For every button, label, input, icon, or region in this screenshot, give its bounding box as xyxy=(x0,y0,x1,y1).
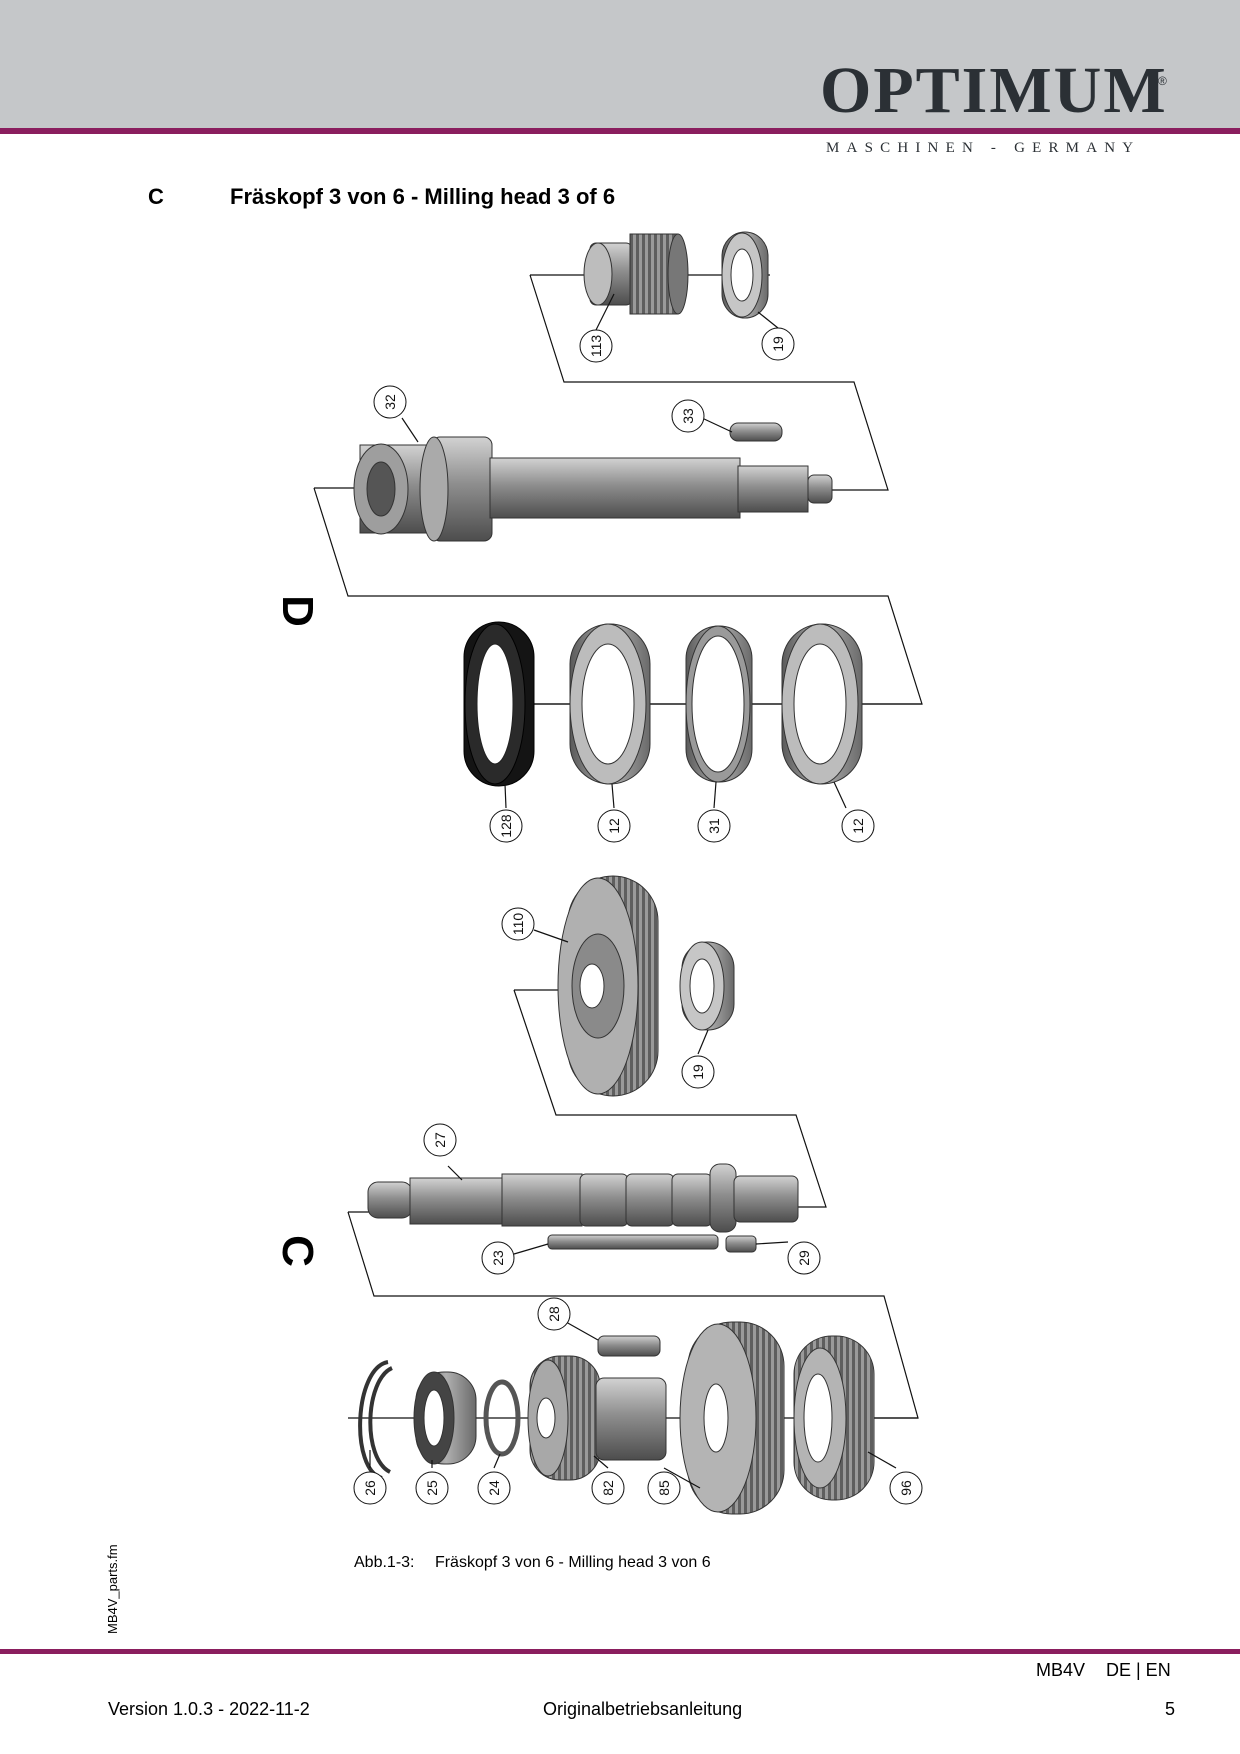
brand-tagline: MASCHINEN - GERMANY xyxy=(826,140,1141,156)
callout-29: 29 xyxy=(787,1241,821,1275)
svg-text:12: 12 xyxy=(606,818,622,834)
part-113-pinion xyxy=(583,233,689,315)
callout-19-lower: 19 xyxy=(681,1055,715,1089)
part-25-bearing xyxy=(413,1371,477,1465)
svg-text:32: 32 xyxy=(382,394,398,410)
part-24-circlip xyxy=(483,1379,521,1457)
svg-text:26: 26 xyxy=(362,1480,378,1496)
svg-text:82: 82 xyxy=(600,1480,616,1496)
part-96-gear xyxy=(793,1335,875,1501)
part-110-gear xyxy=(557,875,659,1097)
callout-27: 27 xyxy=(423,1123,457,1157)
callout-32: 32 xyxy=(373,385,407,419)
footer-rule xyxy=(0,1649,1240,1654)
part-82-gear xyxy=(527,1355,667,1481)
callout-12-right: 12 xyxy=(841,809,875,843)
part-12-bearing-left xyxy=(569,623,651,785)
part-19-bearing-upper xyxy=(721,231,769,319)
callout-113: 113 xyxy=(579,329,613,363)
svg-text:25: 25 xyxy=(424,1480,440,1496)
part-27-shaft xyxy=(367,1163,799,1233)
figure-caption: Abb.1-3: Fräskopf 3 von 6 - Milling head… xyxy=(354,1554,711,1572)
frame-line-upper-1 xyxy=(529,274,889,491)
callout-25: 25 xyxy=(415,1471,449,1505)
footer-languages: DE | EN xyxy=(1106,1660,1171,1680)
svg-text:27: 27 xyxy=(432,1132,448,1148)
part-19-bearing-lower xyxy=(679,941,735,1031)
svg-text:128: 128 xyxy=(498,814,514,838)
svg-text:19: 19 xyxy=(770,336,786,352)
part-28-key xyxy=(597,1335,661,1357)
callout-19-upper: 19 xyxy=(761,327,795,361)
callout-26: 26 xyxy=(353,1471,387,1505)
callout-110: 110 xyxy=(501,907,535,941)
callout-96: 96 xyxy=(889,1471,923,1505)
callout-28: 28 xyxy=(537,1297,571,1331)
section-letter: C xyxy=(148,184,164,209)
part-26-circlip xyxy=(358,1360,394,1480)
svg-text:110: 110 xyxy=(510,913,526,936)
footer-version: Version 1.0.3 - 2022-11-2 xyxy=(108,1699,310,1719)
part-85-gear xyxy=(679,1321,785,1515)
svg-text:24: 24 xyxy=(486,1480,502,1496)
source-file-label: MB4V_parts.fm xyxy=(105,1544,120,1634)
svg-text:12: 12 xyxy=(850,818,866,834)
exploded-parts-drawing: D C xyxy=(273,231,923,1515)
registered-mark: ® xyxy=(1158,74,1167,88)
svg-text:23: 23 xyxy=(490,1250,506,1266)
part-29-key xyxy=(725,1235,757,1253)
svg-text:33: 33 xyxy=(680,408,696,424)
svg-text:29: 29 xyxy=(796,1250,812,1266)
footer-model: MB4V xyxy=(1036,1660,1086,1680)
group-label-d: D xyxy=(273,595,322,627)
section-title: Fräskopf 3 von 6 - Milling head 3 of 6 xyxy=(230,184,616,209)
callout-82: 82 xyxy=(591,1471,625,1505)
group-label-c: C xyxy=(273,1235,322,1267)
caption-number: Abb.1-3: xyxy=(354,1554,415,1571)
footer-document-type: Originalbetriebsanleitung xyxy=(543,1699,743,1719)
header-band xyxy=(0,0,1240,130)
svg-text:31: 31 xyxy=(706,818,722,834)
svg-text:113: 113 xyxy=(588,335,604,358)
svg-text:28: 28 xyxy=(546,1306,562,1322)
part-33-key xyxy=(729,422,783,442)
callout-128: 128 xyxy=(489,809,523,843)
page-number: 5 xyxy=(1165,1699,1176,1719)
callout-33: 33 xyxy=(671,399,705,433)
frame-line-lower-1 xyxy=(513,989,827,1208)
part-32-shaft xyxy=(353,436,833,542)
callout-85: 85 xyxy=(647,1471,681,1505)
svg-text:19: 19 xyxy=(690,1064,706,1080)
callout-23: 23 xyxy=(481,1241,515,1275)
caption-text: Fräskopf 3 von 6 - Milling head 3 von 6 xyxy=(434,1554,711,1571)
part-128-seal xyxy=(463,621,535,787)
header-rule xyxy=(0,128,1240,134)
part-23-key xyxy=(547,1234,719,1250)
callout-12-left: 12 xyxy=(597,809,631,843)
svg-text:96: 96 xyxy=(898,1480,914,1496)
part-12-bearing-right xyxy=(781,623,863,785)
callout-24: 24 xyxy=(477,1471,511,1505)
svg-text:85: 85 xyxy=(656,1480,672,1496)
brand-logo: OPTIMUM xyxy=(820,54,1168,127)
part-31-ring xyxy=(685,625,753,783)
callout-31: 31 xyxy=(697,809,731,843)
